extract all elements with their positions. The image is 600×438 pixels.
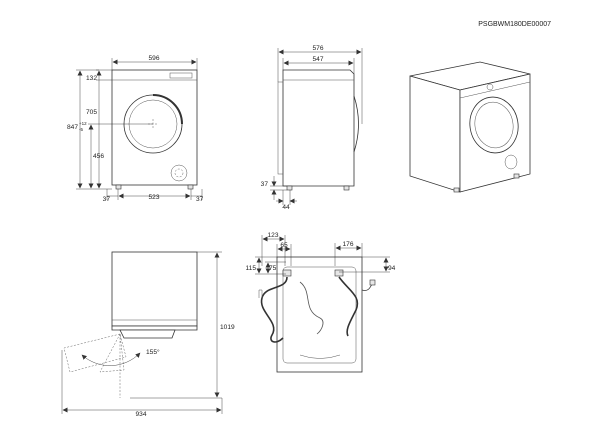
front-foot-left-label: 37: [103, 196, 111, 203]
iso-door-glass: [474, 101, 514, 149]
side-depth-body-label: 547: [312, 56, 323, 63]
rear-power-cable: [299, 281, 324, 335]
side-foot-inset-label: 44: [282, 204, 290, 211]
rear-inlet-height-label: 115: [245, 265, 256, 272]
iso-side: [409, 75, 461, 193]
side-body: [282, 69, 355, 187]
front-filter-cap: [170, 164, 188, 182]
front-door-top-label: 705: [86, 109, 97, 116]
side-depth-total-label: 576: [312, 45, 323, 52]
rear-inlet-hose: [260, 276, 288, 343]
front-view: 596 847 +12 -5 132 705 456 37 523 37: [67, 55, 204, 203]
side-view: 576 547 37 44: [261, 45, 363, 211]
front-body: [111, 69, 198, 186]
top-width-label: 934: [135, 411, 146, 418]
front-height-tol-plus: +12: [79, 121, 87, 126]
rear-drain-height-label: 94: [388, 265, 396, 272]
top-door-swing-arc: [81, 352, 141, 366]
iso-program-knob: [486, 83, 494, 91]
top-door-open-outline: [63, 333, 127, 373]
front-height-tol-minus: -5: [79, 127, 83, 132]
rear-drain-offset-label: 176: [342, 241, 353, 248]
rear-drain-hose: [338, 276, 359, 337]
top-depth-label: 1019: [220, 324, 235, 331]
front-foot-span-label: 523: [148, 194, 159, 201]
drawing-code: PSGBWM180DE00007: [478, 21, 551, 28]
rear-panel: [282, 266, 357, 364]
front-height-label: 847: [67, 124, 78, 131]
front-width-label: 596: [148, 55, 159, 62]
rear-view: 123 65 176 115 75 94: [245, 232, 396, 373]
rear-inlet-width-label: 65: [280, 242, 288, 249]
rear-inlet-gap-label: 75: [269, 265, 277, 272]
front-foot-right-label: 37: [196, 196, 204, 203]
isometric-view: [409, 61, 531, 193]
top-door-angle-label: 155°: [146, 348, 160, 356]
side-foot-height-label: 37: [261, 181, 269, 188]
top-view: 155° 1019 934: [61, 251, 235, 418]
side-door: [353, 95, 359, 153]
rear-inlet-offset-label: 123: [267, 232, 278, 239]
iso-filter-cap: [504, 154, 518, 170]
front-lid-label: 132: [86, 75, 97, 82]
top-body: [111, 251, 198, 327]
iso-door-ring: [469, 96, 519, 154]
front-door-center-label: 456: [93, 153, 104, 160]
iso-front: [459, 73, 531, 193]
